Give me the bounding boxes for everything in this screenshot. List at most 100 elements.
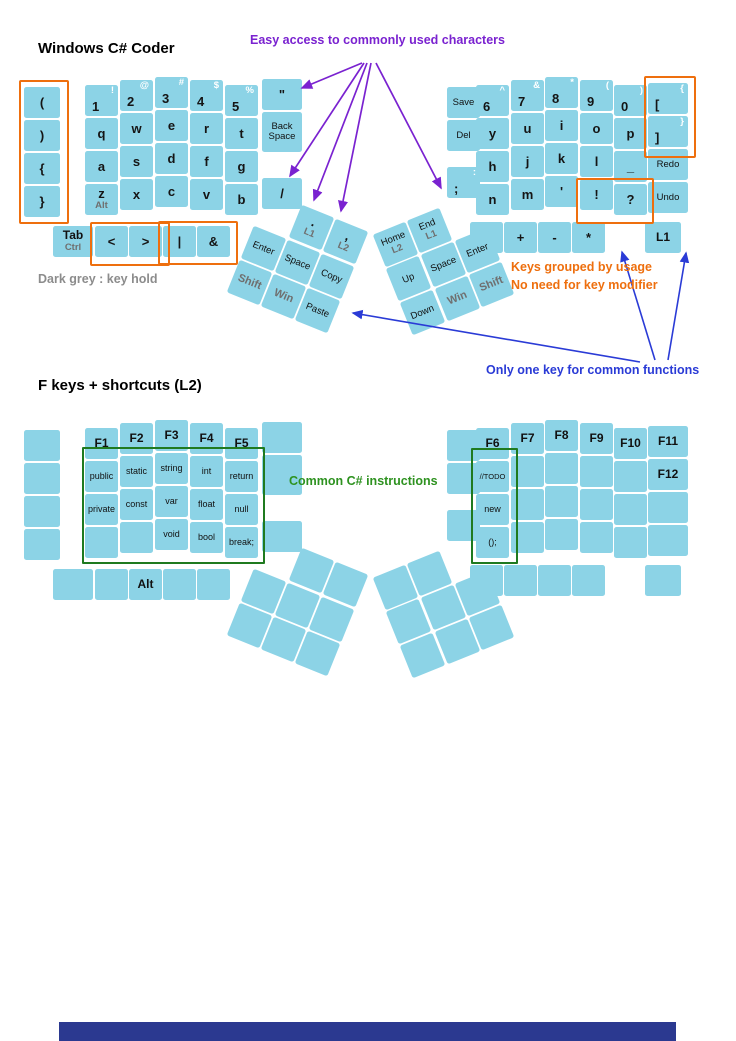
key-label: 9	[587, 94, 595, 109]
key-blank	[24, 463, 60, 494]
key-label: float	[197, 499, 215, 509]
key-label: /	[280, 186, 284, 201]
key-label: n	[488, 192, 497, 207]
key-blank	[648, 525, 688, 556]
key-label: c	[167, 184, 176, 199]
key-symbol: _	[614, 151, 647, 182]
key-label: w	[131, 121, 142, 136]
key-label: F12	[657, 467, 679, 482]
key-int: int	[190, 456, 223, 487]
key-label: 8	[552, 91, 560, 106]
key-new: new	[476, 494, 509, 525]
key-label: F1	[94, 436, 109, 451]
annotation-no-modifier: No need for key modifier	[511, 278, 658, 292]
key-label: 3	[162, 91, 170, 106]
legend-dark-grey-hold: Dark grey : key hold	[38, 272, 158, 286]
key-hold-label: Alt	[95, 200, 108, 212]
key-symbol: /	[262, 178, 302, 209]
key-label: null	[234, 504, 249, 514]
key-label: |	[177, 234, 182, 249]
key-label: Tab	[62, 228, 84, 243]
key-public: public	[85, 461, 118, 492]
key-label: 4	[197, 94, 205, 109]
key-label: F11	[657, 434, 678, 449]
key-alt: Alt	[129, 569, 162, 600]
key-label: g	[237, 159, 246, 174]
key-shift-symbol: &	[533, 80, 540, 91]
key-label: Enter	[250, 238, 276, 258]
key-label: ();	[488, 537, 497, 547]
key-label: Undo	[656, 191, 680, 203]
highlight-box-parens-braces	[19, 80, 69, 224]
key-t: t	[225, 118, 258, 149]
key-label: F10	[620, 436, 641, 451]
key-f8: F8	[545, 420, 578, 451]
key-hold-label: L2	[336, 240, 351, 255]
key-label: string	[160, 463, 183, 473]
key-blank	[447, 510, 480, 541]
key-label: var	[165, 496, 178, 506]
key-bool: bool	[190, 522, 223, 553]
key-symbol: <	[95, 226, 128, 257]
key-9: (9	[580, 80, 613, 111]
key-label: static	[125, 466, 147, 476]
key-label: !	[594, 187, 599, 202]
key-break: break;	[225, 527, 258, 558]
key-blank	[614, 527, 647, 558]
key-symbol: :;	[447, 167, 480, 198]
key-label: >	[141, 234, 150, 249]
key-label: ]	[655, 130, 660, 145]
key-symbol: '	[545, 176, 578, 207]
key-label: Paste	[304, 300, 332, 320]
key-f: f	[190, 146, 223, 177]
key-label: }	[39, 194, 45, 209]
key-label: Enter	[464, 240, 490, 260]
key-static: static	[120, 456, 153, 487]
key-label: f	[204, 154, 209, 169]
key-a: a	[85, 151, 118, 182]
key-label: p	[626, 126, 635, 141]
key-label: )	[39, 128, 45, 143]
key-blank	[545, 453, 578, 484]
key-label: return	[229, 471, 254, 481]
key-blank	[545, 486, 578, 517]
key-blank	[447, 463, 480, 494]
key-m: m	[511, 179, 544, 210]
key-2: @2	[120, 80, 153, 111]
key-blank	[85, 527, 118, 558]
key-label: Space	[428, 253, 458, 275]
key-shift-symbol: #	[178, 77, 184, 88]
key-blank	[262, 521, 302, 552]
key-0: )0	[614, 85, 647, 116]
key-blank	[645, 565, 681, 596]
key-3: #3	[155, 77, 188, 108]
key-symbol: }	[24, 186, 60, 217]
key-shift-symbol: {	[680, 83, 684, 94]
key-label: Redo	[656, 158, 680, 170]
key-shift-symbol: *	[570, 77, 574, 88]
layer1-title: Windows C# Coder	[38, 40, 175, 57]
key-o: o	[580, 113, 613, 144]
key-f9: F9	[580, 423, 613, 454]
key-hold-label: L1	[423, 227, 439, 242]
key-del: Del	[447, 120, 480, 151]
key-label: Win	[272, 286, 296, 306]
key-back-space: Back Space	[262, 112, 302, 152]
key-redo: Redo	[648, 149, 688, 180]
key-symbol: (	[24, 87, 60, 118]
key-j: j	[511, 146, 544, 177]
key-symbol: ?	[614, 184, 647, 215]
key-blank	[545, 519, 578, 550]
key-blank	[580, 456, 613, 487]
key-shift-symbol: ^	[499, 85, 505, 96]
key-blank	[572, 565, 605, 596]
key-label: h	[488, 159, 497, 174]
key-label: *	[585, 230, 592, 245]
key-const: const	[120, 489, 153, 520]
key-label: void	[163, 529, 180, 539]
key-label: q	[97, 126, 106, 141]
key-label: k	[557, 151, 566, 166]
highlight-box-todo-new	[471, 448, 518, 564]
